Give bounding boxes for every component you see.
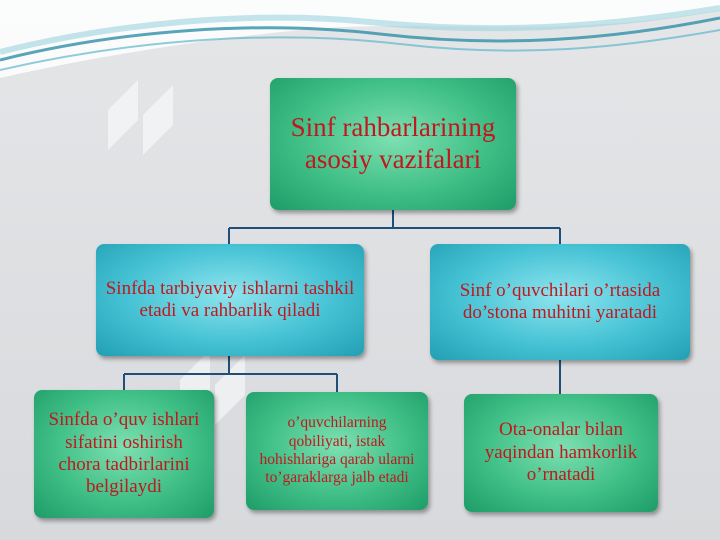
- node-study-quality-measures: Sinfda o’quv ishlari sifatini oshirish c…: [34, 390, 214, 518]
- node-friendly-environment: Sinf o’quvchilari o’rtasida do’stona muh…: [430, 244, 690, 360]
- node-label: Sinfda tarbiyaviy ishlarni tashkil etadi…: [105, 277, 355, 321]
- node-student-clubs: o’quvchilarning qobiliyati, istak hohish…: [246, 392, 428, 510]
- header-wave-decoration: [0, 0, 720, 78]
- soft-logo-watermark: [108, 80, 173, 155]
- node-parent-cooperation: Ota-onalar bilan yaqindan hamkorlik o’rn…: [464, 394, 658, 512]
- node-label: o’quvchilarning qobiliyati, istak hohish…: [259, 414, 415, 487]
- node-label: Sinfda o’quv ishlari sifatini oshirish c…: [48, 409, 200, 498]
- node-classroom-educational-work: Sinfda tarbiyaviy ishlarni tashkil etadi…: [96, 244, 364, 356]
- root-node-label: Sinf rahbarlarining asosiy vazifalari: [290, 112, 496, 174]
- node-label: Sinf o’quvchilari o’rtasida do’stona muh…: [459, 279, 661, 323]
- root-node: Sinf rahbarlarining asosiy vazifalari: [270, 78, 516, 210]
- node-label: Ota-onalar bilan yaqindan hamkorlik o’rn…: [484, 419, 638, 486]
